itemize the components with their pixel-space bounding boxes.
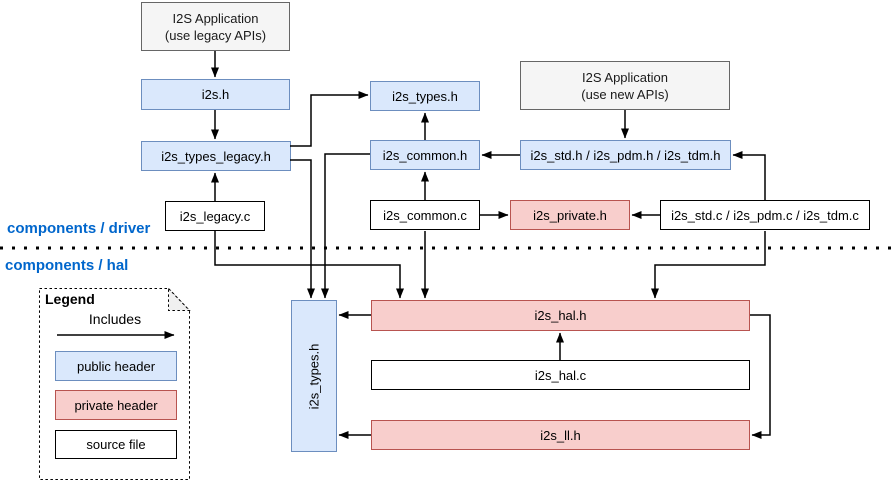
node-i2s-common-h: i2s_common.h	[370, 140, 480, 170]
node-i2s-h: i2s.h	[141, 79, 290, 110]
node-label: (use new APIs)	[581, 86, 669, 102]
node-i2s-ll-h: i2s_ll.h	[371, 420, 750, 450]
node-i2s-std-pdm-tdm-h: i2s_std.h / i2s_pdm.h / i2s_tdm.h	[520, 140, 731, 170]
legend-item-public-header: public header	[55, 351, 177, 381]
edge-i2s-std-c-to-i2s-std-h	[732, 151, 766, 200]
node-label: i2s_hal.c	[534, 367, 587, 383]
node-label: i2s_types.h	[306, 343, 322, 409]
legend-includes-label: Includes	[88, 311, 142, 327]
node-i2s-hal-h: i2s_hal.h	[371, 300, 750, 331]
section-label-components-hal: components / hal	[5, 257, 129, 274]
node-i2s-types-legacy-h: i2s_types_legacy.h	[141, 141, 291, 171]
node-i2s-application-legacy: I2S Application (use legacy APIs)	[141, 2, 290, 51]
node-label: i2s_common.c	[383, 207, 467, 223]
edge-i2s-hal-h-to-i2s-ll-h	[750, 314, 771, 439]
node-label: i2s_common.h	[382, 147, 468, 163]
node-label: i2s_hal.h	[534, 308, 587, 323]
node-label: i2s.h	[201, 87, 230, 102]
node-i2s-application-new: I2S Application (use new APIs)	[520, 61, 730, 110]
node-label: I2S Application	[581, 69, 668, 85]
legend-title: Legend	[45, 291, 95, 307]
edge-i2s-std-c-to-i2s-hal-h	[651, 231, 766, 299]
node-label: i2s_std.h / i2s_pdm.h / i2s_tdm.h	[530, 147, 721, 163]
node-label: i2s_std.c / i2s_pdm.c / i2s_tdm.c	[671, 207, 859, 223]
node-i2s-common-c: i2s_common.c	[370, 200, 480, 230]
node-label: (use legacy APIs)	[164, 27, 267, 43]
node-i2s-types-h-driver: i2s_types.h	[370, 81, 480, 111]
legend-item-label: public header	[76, 358, 156, 374]
node-i2s-types-h-hal: i2s_types.h	[291, 300, 337, 452]
edge-i2s-types-legacy-h-to-i2s-types-h-driver	[290, 91, 369, 147]
section-label-components-driver: components / driver	[7, 220, 151, 237]
node-label: i2s_private.h	[533, 207, 607, 223]
legend-item-private-header: private header	[55, 390, 177, 420]
node-label: I2S Application	[172, 10, 259, 26]
legend-fold-icon	[168, 287, 191, 311]
node-i2s-private-h: i2s_private.h	[510, 200, 630, 230]
legend-item-label: source file	[86, 437, 146, 452]
node-i2s-hal-c: i2s_hal.c	[371, 360, 750, 390]
node-i2s-std-pdm-tdm-c: i2s_std.c / i2s_pdm.c / i2s_tdm.c	[660, 200, 870, 230]
edge-i2s-types-legacy-h-to-i2s-types-h-hal	[290, 159, 315, 299]
node-label: i2s_types.h	[392, 88, 458, 104]
node-label: i2s_legacy.c	[179, 208, 251, 224]
edge-i2s-legacy-c-to-i2s-hal-h	[214, 231, 404, 299]
legend-item-source-file: source file	[55, 430, 177, 459]
node-i2s-legacy-c: i2s_legacy.c	[165, 201, 265, 231]
edge-i2s-common-h-to-i2s-types-h-hal	[321, 153, 370, 299]
node-label: i2s_ll.h	[540, 427, 581, 443]
node-label: i2s_types_legacy.h	[161, 148, 271, 164]
legend-item-label: private header	[74, 397, 158, 413]
